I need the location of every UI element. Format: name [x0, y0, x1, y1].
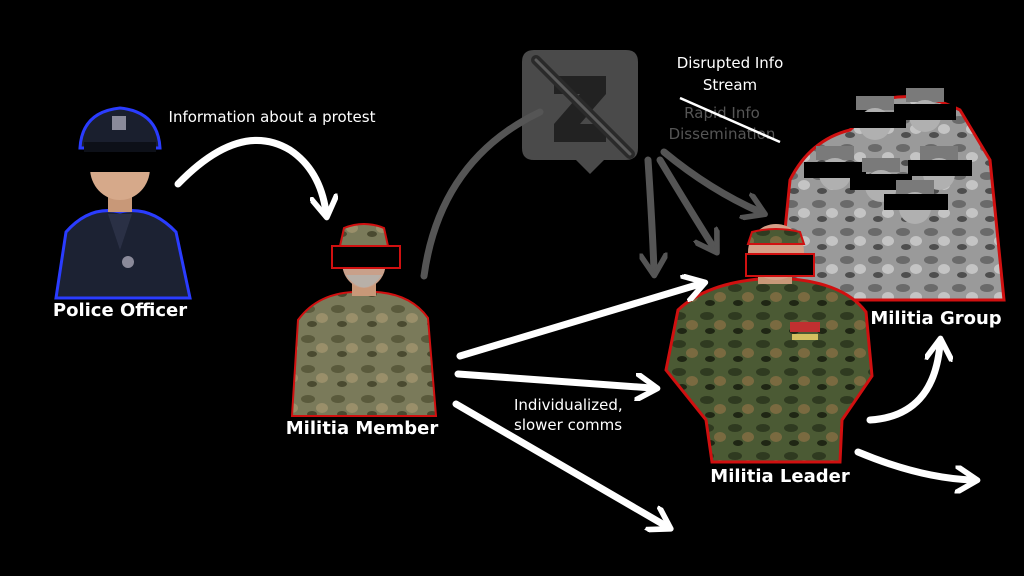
group-soldier-1	[844, 96, 906, 140]
label-militia-member: Militia Member	[286, 418, 439, 439]
arrow-app-to-leader-1	[648, 156, 654, 270]
arrow-leader-to-elsewhere	[854, 448, 972, 480]
arrow-member-to-leader-upper	[456, 284, 700, 360]
zello-app-icon	[522, 50, 638, 174]
militia-group-figure	[776, 88, 1006, 302]
arrow-member-to-leader-middle	[454, 370, 652, 388]
censor-bar	[84, 152, 156, 172]
arrow-member-to-elsewhere	[452, 400, 666, 526]
rapid-strike-line	[679, 96, 781, 144]
group-soldier-2	[894, 88, 956, 132]
annotation-disrupted-2: Stream	[703, 76, 757, 94]
arrow-member-to-app	[420, 108, 544, 280]
group-soldier-6	[884, 180, 948, 224]
police-officer-figure	[54, 106, 192, 300]
annotation-disrupted-1: Disrupted Info	[677, 54, 784, 72]
militia-leader-figure	[664, 224, 874, 464]
annotation-individualized-2: slower comms	[514, 416, 622, 434]
arrow-app-to-group	[660, 148, 760, 212]
arrow-police-to-member	[174, 136, 326, 212]
arrow-leader-to-group	[866, 344, 940, 424]
arrow-app-to-leader-2	[656, 156, 714, 248]
annotation-individualized-1: Individualized,	[514, 396, 623, 414]
label-militia-group: Militia Group	[870, 308, 1001, 329]
censor-bar	[331, 245, 401, 269]
militia-member-figure	[290, 223, 438, 417]
annotation-info-protest: Information about a protest	[169, 108, 376, 126]
annotation-rapid-1: Rapid Info	[684, 104, 760, 122]
censor-bar	[745, 253, 815, 277]
label-police-officer: Police Officer	[53, 300, 187, 321]
label-militia-leader: Militia Leader	[710, 466, 850, 487]
